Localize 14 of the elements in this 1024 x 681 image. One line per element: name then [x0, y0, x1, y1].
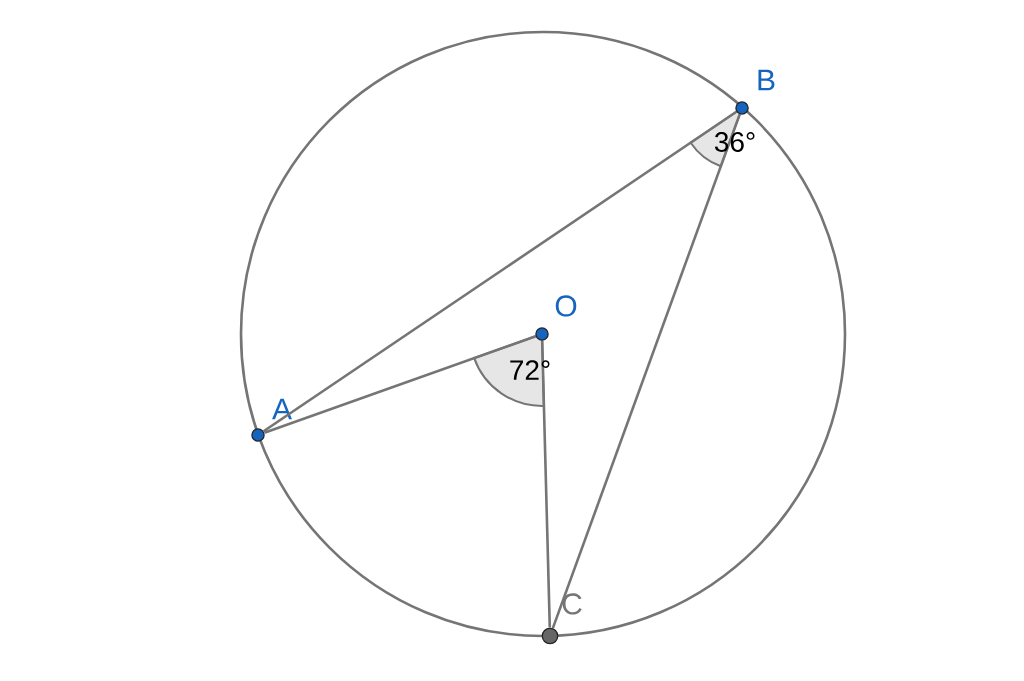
- point-label: A: [272, 398, 292, 420]
- point: [251, 428, 265, 442]
- line-segment: [263, 335, 537, 434]
- point: [535, 327, 549, 341]
- point-label: O: [555, 295, 577, 317]
- point: [735, 101, 749, 115]
- point-label: C: [562, 593, 582, 615]
- angle-label: 36°: [714, 132, 755, 152]
- point: [541, 627, 559, 645]
- line-segment: [540, 340, 552, 628]
- line-segment: [262, 110, 738, 433]
- line-segment: [551, 113, 741, 629]
- point-label: B: [758, 69, 775, 91]
- angle-label: 72°: [510, 360, 550, 380]
